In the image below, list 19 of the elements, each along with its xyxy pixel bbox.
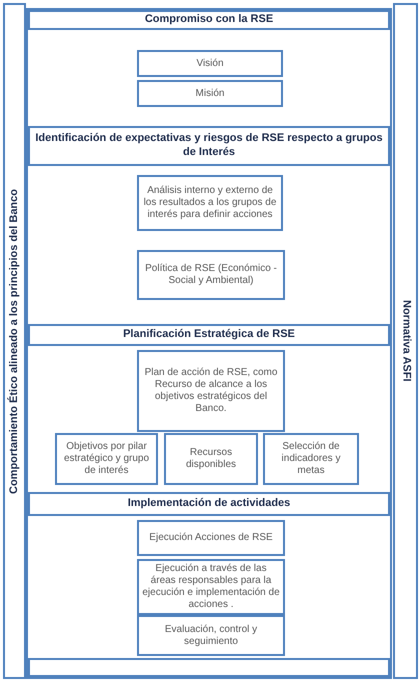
- process-box: Selección de indicadores y metas: [263, 433, 359, 485]
- process-box: Recursos disponibles: [164, 433, 258, 485]
- process-box: Ejecución a través de las áreas responsables para la ejecución e implementación de acciones .: [137, 559, 285, 615]
- process-box: Plan de acción de RSE, como Recurso de alcance a los objetivos estratégicos del Banco.: [137, 350, 285, 432]
- stage-header-bar: Planificación Estratégica de RSE: [28, 324, 390, 346]
- process-box: Objetivos por pilar estratégico y grupo de interés: [55, 433, 158, 485]
- process-box: Análisis interno y externo de los resultados a los grupos de interés para definir acciones: [137, 175, 283, 231]
- process-frame: [28, 658, 390, 677]
- process-box: Evaluación, control y seguimiento: [137, 615, 285, 656]
- side-band: Normativa ASFI: [393, 3, 418, 679]
- process-box: Misión: [137, 80, 283, 107]
- stage-header-bar: Identificación de expectativas y riesgos de RSE respecto a grupos de Interés: [28, 126, 390, 166]
- process-box: Visión: [137, 50, 283, 77]
- side-band: Comportamiento Ético alineado a los principios del Banco: [3, 3, 26, 679]
- process-box: Política de RSE (Económico - Social y Ambiental): [137, 250, 285, 300]
- process-box: Ejecución Acciones de RSE: [137, 520, 285, 556]
- process-frame: [26, 8, 392, 679]
- stage-header-bar: Compromiso con la RSE: [28, 10, 390, 30]
- stage-header-bar: Implementación de actividades: [28, 492, 390, 516]
